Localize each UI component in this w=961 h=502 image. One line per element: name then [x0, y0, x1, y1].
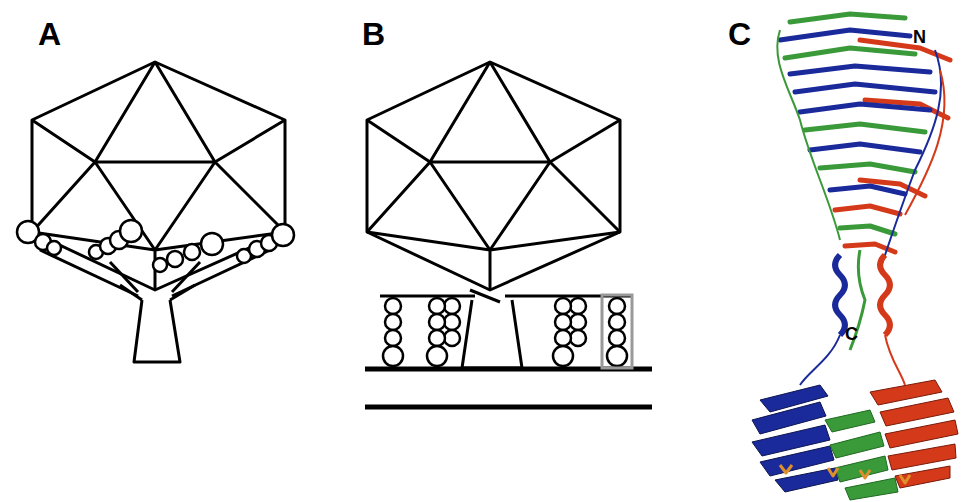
tail-fibers-a: [17, 220, 294, 272]
membrane-b: [365, 295, 652, 407]
tail-fibers-b: [383, 298, 627, 366]
panel-label: C: [728, 18, 751, 50]
capsid-b: [367, 62, 632, 368]
terminus-label: N: [913, 28, 926, 46]
ribbon-structure: [752, 14, 958, 500]
panel-label: A: [38, 18, 61, 50]
terminus-label: C: [845, 325, 858, 343]
capsid-a: [32, 62, 285, 362]
panel-label: B: [362, 18, 385, 50]
